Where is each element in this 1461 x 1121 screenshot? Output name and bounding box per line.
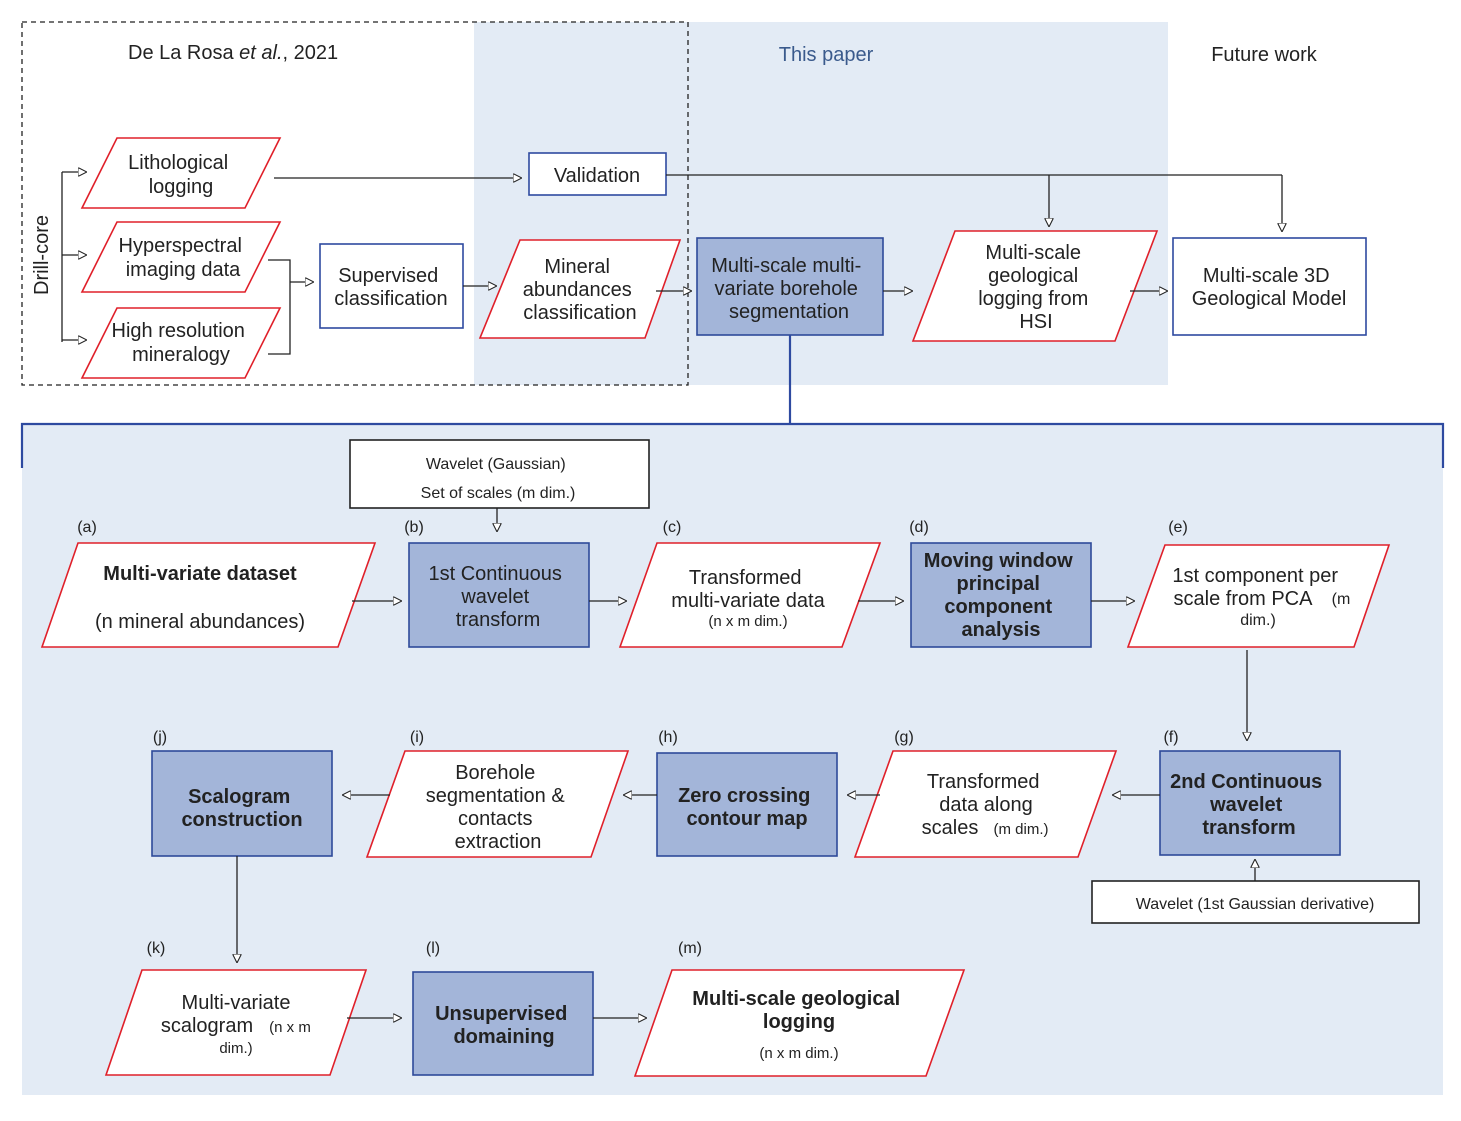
borehole-segmentation-text: Multi-scale multi- variate borehole segm…	[711, 255, 867, 323]
step-k-dims-1: (n x m	[269, 1019, 311, 1036]
header-previous-work: De La Rosa et al., 2021	[128, 42, 338, 64]
step-g-dims: (m dim.)	[994, 821, 1049, 838]
step-tag-h: (h)	[658, 729, 678, 746]
step-c-node	[618, 542, 882, 648]
high-resolution-mineralogy-node	[80, 307, 282, 379]
step-g-text: Transformed data along	[927, 771, 1045, 816]
step-g-node	[853, 750, 1118, 858]
step-b-node	[408, 542, 590, 648]
step-tag-j: (j)	[153, 729, 167, 746]
step-m-node	[633, 969, 966, 1077]
step-c-dims: (n x m dim.)	[708, 613, 787, 630]
step-tag-c: (c)	[663, 519, 682, 536]
workflow-connectors	[237, 508, 1255, 1018]
step-tag-g: (g)	[894, 729, 914, 746]
mineral-abundances-text: Mineral abundances classification	[523, 256, 638, 324]
step-e-dims-2: dim.)	[1240, 612, 1276, 629]
step-k-dims-2: dim.)	[219, 1040, 252, 1057]
high-resolution-mineralogy-text: High resolution mineralogy	[112, 320, 251, 366]
step-c-text: Transformed multi-variate data	[671, 567, 825, 612]
drill-core-label: Drill-core	[31, 215, 53, 295]
step-f-node	[1159, 750, 1341, 856]
multiscale-logging-hsi-node	[911, 230, 1159, 342]
step-tag-e: (e)	[1168, 519, 1188, 536]
step-e-node	[1126, 544, 1391, 648]
step-m-dims: (n x m dim.)	[759, 1045, 838, 1062]
step-k-text: Multi-variate	[182, 992, 291, 1014]
step-tag-d: (d)	[909, 519, 929, 536]
hyperspectral-imaging-text: Hyperspectral imaging data	[119, 235, 248, 281]
step-h-text: Zero crossing contour map	[678, 785, 816, 830]
borehole-segmentation-node	[696, 237, 884, 336]
expansion-connector	[20, 335, 1445, 468]
step-a-subtitle: (n mineral abundances)	[95, 611, 305, 633]
hyperspectral-imaging-node	[80, 221, 282, 293]
step-tag-b: (b)	[404, 519, 424, 536]
step-tag-k: (k)	[147, 940, 166, 957]
step-l-node	[412, 971, 594, 1076]
step-i-text: Borehole segmentation & contacts extract…	[426, 762, 571, 853]
header-this-paper: This paper	[779, 44, 874, 66]
step-tag-l: (l)	[426, 940, 440, 957]
step-l-text: Unsupervised domaining	[435, 1003, 573, 1048]
wavelet-gaussian-input-box	[349, 439, 650, 509]
step-k-node	[104, 969, 368, 1076]
drill-core-bracket	[61, 172, 86, 342]
step-h-node	[656, 752, 838, 857]
step-b-text: 1st Continuous wavelet transform	[429, 563, 568, 631]
step-tag-m: (m)	[678, 940, 702, 957]
step-e-dims-1: (m	[1332, 591, 1351, 608]
step-i-node	[365, 750, 630, 858]
step-m-text: Multi-scale geological logging	[692, 988, 905, 1033]
step-a-title: Multi-variate dataset	[103, 563, 297, 585]
step-tag-a: (a)	[77, 519, 97, 536]
step-k-line2: scalogram	[161, 1015, 253, 1037]
step-tag-i: (i)	[410, 729, 424, 746]
validation-node	[528, 152, 667, 196]
previous-work-frame	[21, 21, 689, 386]
step-a-node	[40, 542, 377, 648]
wavelet-gaussian-input-text: Wavelet (Gaussian) Set of scales (m dim.…	[421, 456, 576, 502]
step-e-text: 1st component per scale from PCA	[1172, 565, 1343, 610]
step-tag-f: (f)	[1163, 729, 1178, 746]
header-future-work: Future work	[1211, 44, 1318, 66]
step-d-node	[910, 542, 1092, 648]
step-j-text: Scalogram construction	[181, 786, 302, 831]
wavelet-derivative-input-box	[1091, 880, 1420, 924]
geological-model-node	[1172, 237, 1367, 336]
step-f-text: 2nd Continuous wavelet transform	[1170, 771, 1328, 839]
mineral-abundances-node	[478, 239, 682, 339]
multiscale-logging-hsi-text: Multi-scale geological logging from HSI	[978, 242, 1094, 333]
supervised-classification-text: Supervised classification	[334, 265, 447, 310]
lithological-logging-text: Lithological logging	[128, 152, 234, 198]
validation-text: Validation	[554, 165, 640, 187]
step-g-line3: scales	[922, 817, 979, 839]
step-j-node	[151, 750, 333, 857]
top-connectors	[268, 175, 1282, 355]
wavelet-derivative-input-text: Wavelet (1st Gaussian derivative)	[1136, 896, 1375, 913]
lithological-logging-node	[80, 137, 282, 209]
geological-model-text: Multi-scale 3D Geological Model	[1192, 265, 1347, 310]
step-d-text: Moving window principal component analys…	[924, 550, 1078, 641]
